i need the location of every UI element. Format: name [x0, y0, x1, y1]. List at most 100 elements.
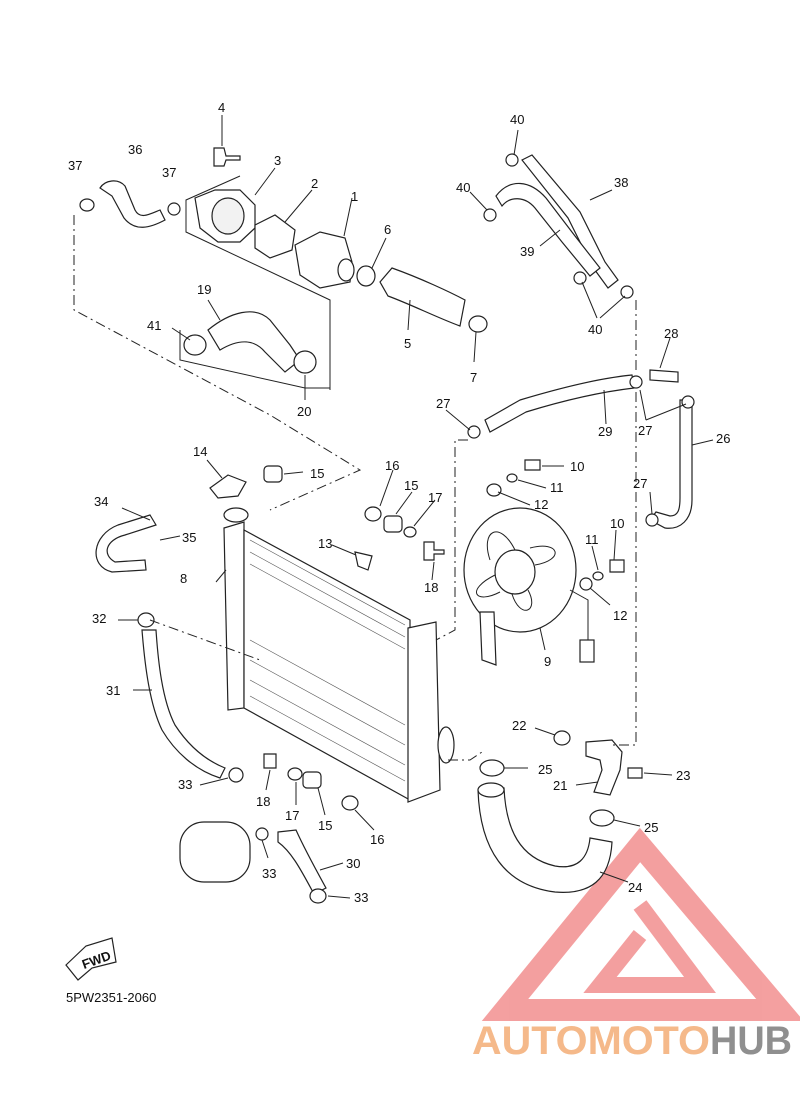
fasteners [263, 459, 625, 811]
callout-37b: 37 [162, 165, 176, 180]
callout-25a: 25 [538, 762, 552, 777]
callout-11a: 11 [550, 480, 564, 495]
callout-17b: 17 [285, 808, 299, 823]
callout-27a: 27 [436, 396, 450, 411]
callout-21: 21 [553, 778, 567, 793]
callout-labels: 1 2 3 4 5 6 7 8 9 10 10 11 11 12 12 13 1… [68, 100, 730, 905]
callout-1: 1 [351, 189, 358, 204]
bolt-18-top [423, 541, 445, 561]
bracket-13 [354, 551, 373, 571]
callout-28: 28 [664, 326, 678, 341]
grommet-15-top [263, 465, 283, 483]
grommet-12-right [579, 577, 593, 591]
assembly-lines [73, 115, 714, 899]
clip-33-c [309, 888, 327, 904]
clip-37-left [79, 198, 95, 212]
callout-34: 34 [94, 494, 108, 509]
clamp-20 [293, 350, 317, 374]
clip-27-b [681, 395, 695, 409]
callout-27c: 27 [633, 476, 647, 491]
callout-40a: 40 [510, 112, 524, 127]
callout-40c: 40 [588, 322, 602, 337]
callout-27b: 27 [638, 423, 652, 438]
hose-19 [207, 311, 301, 373]
clip-40-bottom-a [573, 271, 587, 285]
joint-28 [649, 369, 679, 383]
callout-25b: 25 [644, 820, 658, 835]
clamp-7 [468, 315, 488, 333]
radiator-outlet [437, 726, 455, 764]
thermostat-group [79, 147, 488, 390]
callout-37a: 37 [68, 158, 82, 173]
callout-29: 29 [598, 424, 612, 439]
clip-27-c [645, 513, 659, 527]
assembly-line-fan [435, 439, 468, 641]
callout-26: 26 [716, 431, 730, 446]
diagram-code: 5PW2351-2060 [66, 990, 156, 1005]
radiator-right-tank [407, 621, 441, 803]
hose-19-group [179, 311, 330, 389]
radiator-left-tank [223, 521, 245, 711]
callout-24: 24 [628, 880, 642, 895]
callout-33b: 33 [262, 866, 276, 881]
pipe-21 [585, 739, 623, 796]
bolt-10-top [524, 459, 541, 471]
assembly-line-right [610, 300, 637, 746]
callout-9: 9 [544, 654, 551, 669]
callout-13: 13 [318, 536, 332, 551]
radiator-8 [209, 474, 455, 803]
automotohub-watermark [481, 827, 800, 1021]
fwd-arrow-icon: FWD [65, 937, 117, 981]
callout-41: 41 [147, 318, 161, 333]
thermostat-bracket-line [185, 175, 331, 390]
washer-11-right [592, 571, 604, 581]
clip-32 [137, 612, 155, 628]
callout-40b: 40 [456, 180, 470, 195]
housing-outlet [337, 258, 355, 282]
hose-19-bracket [179, 330, 330, 389]
callout-16a: 16 [385, 458, 399, 473]
callout-30: 30 [346, 856, 360, 871]
callout-15a: 15 [310, 466, 324, 481]
callout-15b: 15 [404, 478, 418, 493]
bolt-18-bottom [263, 753, 277, 769]
washer-11-top [506, 473, 518, 483]
callout-5: 5 [404, 336, 411, 351]
callout-6: 6 [384, 222, 391, 237]
thermostat-2 [254, 214, 296, 259]
fan-bracket [479, 611, 497, 666]
callout-33c: 33 [354, 890, 368, 905]
hose-38-39-group [483, 153, 634, 299]
callout-3: 3 [274, 153, 281, 168]
callout-33a: 33 [178, 777, 192, 792]
hose-30 [277, 829, 327, 895]
reservoir-tank [179, 821, 251, 883]
leader-lines [118, 115, 714, 899]
watermark-text: AUTOMOTO HUB [472, 1019, 792, 1063]
hose-38 [521, 154, 619, 289]
callout-36: 36 [128, 142, 142, 157]
clip-40-top [505, 153, 519, 167]
watermark-triangle-inner [583, 900, 716, 993]
callout-18b: 18 [256, 794, 270, 809]
callout-4: 4 [218, 100, 225, 115]
callout-10a: 10 [570, 459, 584, 474]
fan-blades [476, 531, 556, 611]
bolt-4 [213, 147, 241, 167]
callout-8: 8 [180, 571, 187, 586]
fan-assembly-9 [463, 507, 595, 666]
clamp-6 [356, 265, 376, 287]
grommet-15-mid [383, 515, 403, 533]
callout-18a: 18 [424, 580, 438, 595]
oring-22 [553, 730, 571, 746]
hose-5 [379, 267, 466, 327]
clamp-25-a [479, 759, 505, 777]
hose-26-29-group [467, 369, 695, 529]
callout-2: 2 [311, 176, 318, 191]
hose-31 [141, 629, 226, 779]
fan-hub [494, 549, 536, 595]
callout-19: 19 [197, 282, 211, 297]
collar-17-bottom [287, 767, 303, 781]
clip-27-d [629, 375, 643, 389]
callout-35: 35 [182, 530, 196, 545]
